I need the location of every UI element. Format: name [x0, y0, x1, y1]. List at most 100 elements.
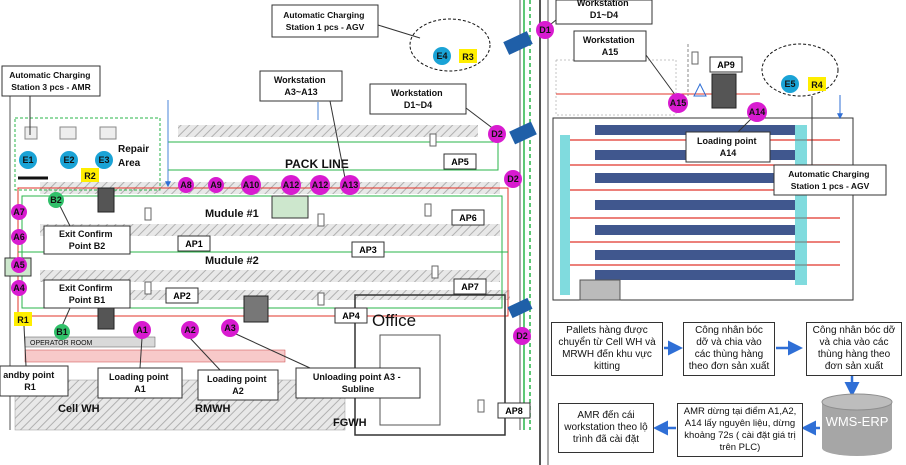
ap5-box: [443, 153, 477, 170]
workstation-icon: [507, 297, 533, 319]
warehouse-outline: [552, 117, 854, 301]
conveyor-strip: [178, 125, 478, 137]
callout-loading-a1: [97, 367, 183, 399]
ap4-label: AP4: [342, 311, 360, 321]
svg-text:D2: D2: [491, 129, 503, 139]
callout-unloading-a3: [295, 367, 421, 399]
svg-text:E4: E4: [436, 51, 447, 61]
module1-label: Mudule #1: [205, 208, 259, 220]
cell-wh-label: Cell WH: [58, 403, 100, 415]
access-point-icon: [144, 207, 152, 221]
ap8-label: AP8: [505, 406, 523, 416]
callout-pointer: [23, 325, 27, 367]
rmwh-label: RMWH: [195, 403, 230, 415]
callout-ws-a15: [573, 30, 647, 62]
marker-A4: A4: [11, 280, 27, 296]
svg-text:Workstation D1~D4: Workstation D1~D4: [577, 0, 631, 20]
ap-icons: [144, 51, 699, 413]
callouts: Automatic Charging Station 3 pcs - AMR A…: [0, 0, 887, 401]
flow-step-4: AMR dừng tại điểm A1,A2, A14 lấy nguyên …: [677, 403, 803, 457]
access-point-icon: [317, 213, 325, 227]
marker-A3: A3: [221, 319, 239, 337]
svg-text:Workstation D1~D4: Workstation D1~D4: [391, 88, 445, 110]
charger-icon: [24, 126, 38, 140]
marker-R3: R3: [459, 49, 477, 63]
callout-exit-b1: [43, 279, 131, 309]
marker-E2: E2: [60, 151, 78, 169]
svg-text:A15: A15: [670, 98, 687, 108]
marker-R2: R2: [81, 168, 99, 182]
svg-text:A8: A8: [180, 180, 192, 190]
marker-E3: E3: [95, 151, 113, 169]
callout-exit-b2: [43, 225, 131, 255]
marker-B2: B2: [48, 192, 64, 208]
marker-B1: B1: [54, 324, 70, 340]
callout-loading-a2: [197, 369, 279, 401]
callout-pointer: [61, 307, 71, 327]
ap3-label: AP3: [359, 245, 377, 255]
ap4-box: [334, 307, 368, 324]
marker-A1: A1: [133, 321, 151, 339]
ap6-box: [451, 209, 485, 226]
svg-text:R4: R4: [811, 80, 823, 90]
svg-text:R2: R2: [84, 171, 96, 181]
charging-amr-line1: Automatic Charging: [9, 70, 90, 80]
marker-D2a: D2: [488, 125, 506, 143]
callout-pointer: [329, 100, 346, 179]
svg-text:A2: A2: [184, 325, 196, 335]
marker-D2b: D2: [504, 170, 522, 188]
svg-text:Automatic Charging Stati: Automatic Charging Station 1 pcs - AGV: [283, 10, 367, 32]
svg-text:Workstation A3~A13: Workstation A3~A13: [274, 75, 328, 97]
callout-pointer: [59, 205, 71, 227]
fgwh-label: FGWH: [333, 417, 367, 429]
marker-A6: A6: [11, 229, 27, 245]
marker-D2c: D2: [513, 327, 531, 345]
svg-text:A5: A5: [13, 260, 25, 270]
ap-labels: AP1 AP2 AP3 AP4 AP5 AP6 AP7 AP8 AP9: [165, 56, 743, 419]
callout-ws-d1-d4-mid: [369, 83, 467, 115]
marker-A12a: A12: [281, 175, 301, 195]
marker-E4: E4: [433, 47, 451, 65]
markers: A8 A9 A10 A12 A12 A13 A7 A6 A5 A4 A1 A2 …: [11, 21, 826, 345]
marker-A8: A8: [178, 177, 194, 193]
svg-text:A10: A10: [243, 180, 260, 190]
callout-pointer: [737, 117, 753, 133]
svg-text:Exit Confirm Point B2: Exit Confirm Point B2: [59, 229, 115, 251]
svg-text:B1: B1: [56, 327, 68, 337]
access-point-icon: [424, 203, 432, 217]
svg-text:Exit Confirm Point B1: Exit Confirm Point B1: [59, 283, 115, 305]
svg-text:A3: A3: [224, 323, 236, 333]
callout-ws-a3-a13: [259, 70, 343, 102]
svg-text:D2: D2: [507, 174, 519, 184]
pallet-stack-icon: [579, 279, 621, 301]
callout-ws-d1-d4-top: [555, 0, 653, 25]
svg-text:A9: A9: [210, 180, 222, 190]
access-point-icon: [144, 281, 152, 295]
callout-standby-r1: [0, 365, 69, 397]
flow-step-3: Công nhân bóc dỡ và chia vào các thùng h…: [806, 322, 902, 376]
access-point-icon: [431, 265, 439, 279]
operator-room-label: OPERATOR ROOM: [30, 340, 93, 347]
robot-cell-icon: [243, 295, 269, 323]
callout-pointer: [377, 24, 421, 39]
svg-text:Automatic Charging Stati: Automatic Charging Station 3 pcs - AMR: [9, 70, 93, 92]
repair-area-label: Repair: [118, 144, 149, 155]
svg-text:A12: A12: [283, 180, 300, 190]
marker-A10: A10: [241, 175, 261, 195]
marker-A12b: A12: [310, 175, 330, 195]
amr-vehicle-icon: [97, 187, 115, 213]
agv-charging-zone-top: [409, 18, 491, 72]
svg-text:E3: E3: [98, 155, 109, 165]
repair-area-box: [14, 117, 161, 191]
marker-R4: R4: [808, 77, 826, 91]
robot-cell-icon: [711, 73, 737, 109]
svg-text:A4: A4: [13, 283, 25, 293]
access-point-icon: [317, 292, 325, 306]
ap1-label: AP1: [185, 239, 203, 249]
conveyor-strip: [40, 224, 500, 236]
callout-pointer: [465, 107, 496, 131]
repair-word: Repair: [118, 144, 149, 155]
charger-icon: [99, 126, 117, 140]
workstation-icon: [503, 31, 533, 55]
svg-text:andby point R1: andby point R1: [3, 370, 57, 392]
